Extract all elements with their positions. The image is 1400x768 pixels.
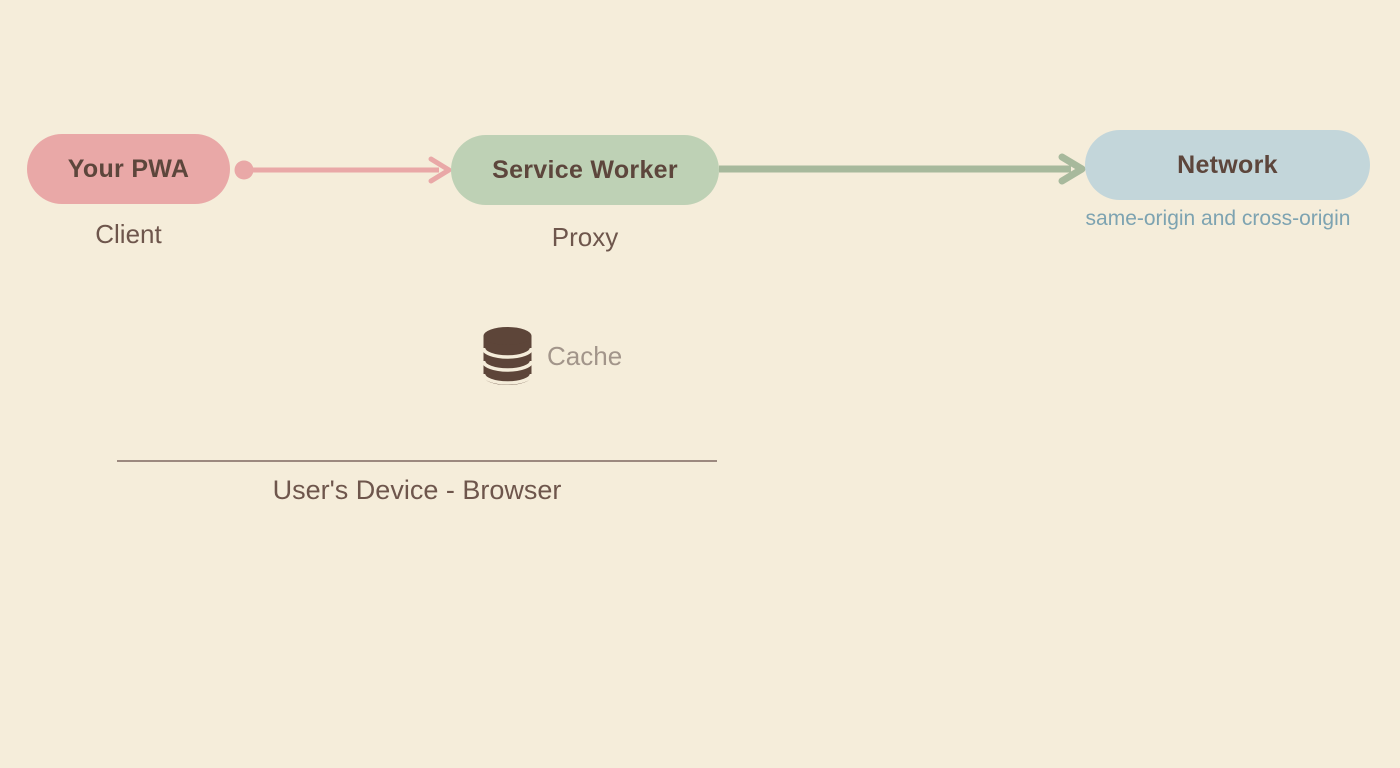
network-node: Network (1085, 130, 1370, 200)
proxy-label: Proxy (551, 222, 619, 252)
arrowhead-icon (1058, 153, 1086, 185)
database-icon (483, 327, 532, 385)
client-label: Client (95, 219, 162, 249)
network-sublabel: same-origin and cross-origin (1085, 207, 1351, 230)
cache-group: Cache (483, 327, 622, 385)
cache-label: Cache (547, 340, 623, 371)
pwa-node: Your PWA (27, 134, 230, 204)
device-boundary-label: User's Device - Browser (272, 475, 562, 505)
arrow-pwa-to-service-worker (234, 156, 452, 184)
arrow-service-worker-to-network (719, 153, 1086, 185)
arrowhead-icon (428, 156, 452, 184)
pwa-node-label: Your PWA (67, 154, 190, 183)
device-boundary-line (117, 460, 717, 462)
service-worker-node-label: Service Worker (492, 155, 678, 184)
network-node-label: Network (1177, 150, 1278, 179)
service-worker-node: Service Worker (451, 135, 719, 205)
